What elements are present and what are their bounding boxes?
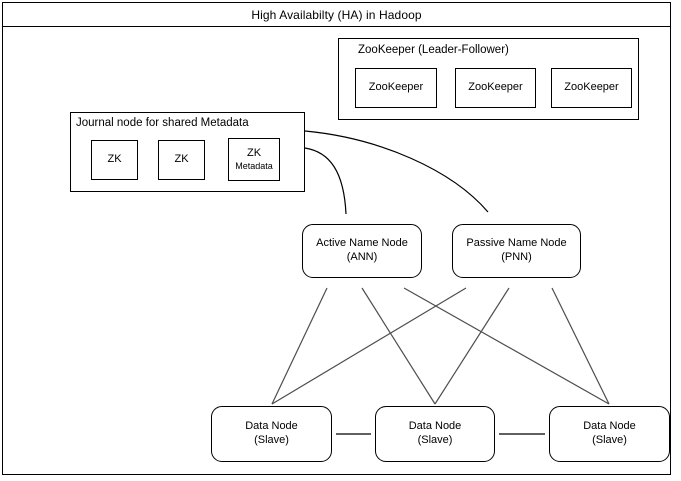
- page-title: High Availabilty (HA) in Hadoop: [251, 7, 422, 22]
- active-name-node-title: Active Name Node: [316, 237, 408, 250]
- zookeeper-node-label: ZooKeeper: [368, 81, 424, 94]
- journal-zk-node-label: ZK: [174, 153, 189, 166]
- journal-node-label: Journal node for shared Metadata: [76, 117, 249, 129]
- passive-name-node[interactable]: Passive Name Node (PNN): [452, 224, 581, 278]
- journal-zk-node[interactable]: ZK: [91, 140, 138, 180]
- passive-name-node-title: Passive Name Node: [466, 237, 567, 250]
- journal-zk-metadata-node[interactable]: ZK Metadata: [228, 138, 280, 181]
- zookeeper-node[interactable]: ZooKeeper: [355, 68, 437, 108]
- zookeeper-node[interactable]: ZooKeeper: [455, 68, 536, 108]
- journal-zk-metadata-node-label: ZK: [246, 147, 262, 159]
- diagram-title-bar: High Availabilty (HA) in Hadoop: [2, 2, 671, 27]
- journal-zk-node[interactable]: ZK: [158, 140, 205, 180]
- zookeeper-node-label: ZooKeeper: [564, 81, 619, 94]
- data-node[interactable]: Data Node (Slave): [375, 406, 495, 462]
- data-node[interactable]: Data Node (Slave): [211, 406, 332, 462]
- active-name-node-abbrev: (ANN): [346, 251, 378, 263]
- data-node-role: (Slave): [417, 434, 453, 446]
- data-node-title: Data Node: [583, 420, 636, 433]
- data-node[interactable]: Data Node (Slave): [549, 406, 670, 462]
- data-node-role: (Slave): [254, 434, 289, 446]
- active-name-node[interactable]: Active Name Node (ANN): [302, 224, 422, 278]
- zookeeper-node[interactable]: ZooKeeper: [551, 68, 632, 108]
- zookeeper-cluster-label: ZooKeeper (Leader-Follower): [358, 44, 509, 56]
- journal-zk-metadata-node-sublabel: Metadata: [235, 160, 273, 171]
- journal-zk-node-label: ZK: [107, 153, 122, 166]
- passive-name-node-abbrev: (PNN): [501, 251, 532, 263]
- data-node-title: Data Node: [245, 420, 298, 433]
- zookeeper-node-label: ZooKeeper: [468, 81, 523, 94]
- data-node-title: Data Node: [408, 420, 462, 433]
- data-node-role: (Slave): [592, 434, 627, 446]
